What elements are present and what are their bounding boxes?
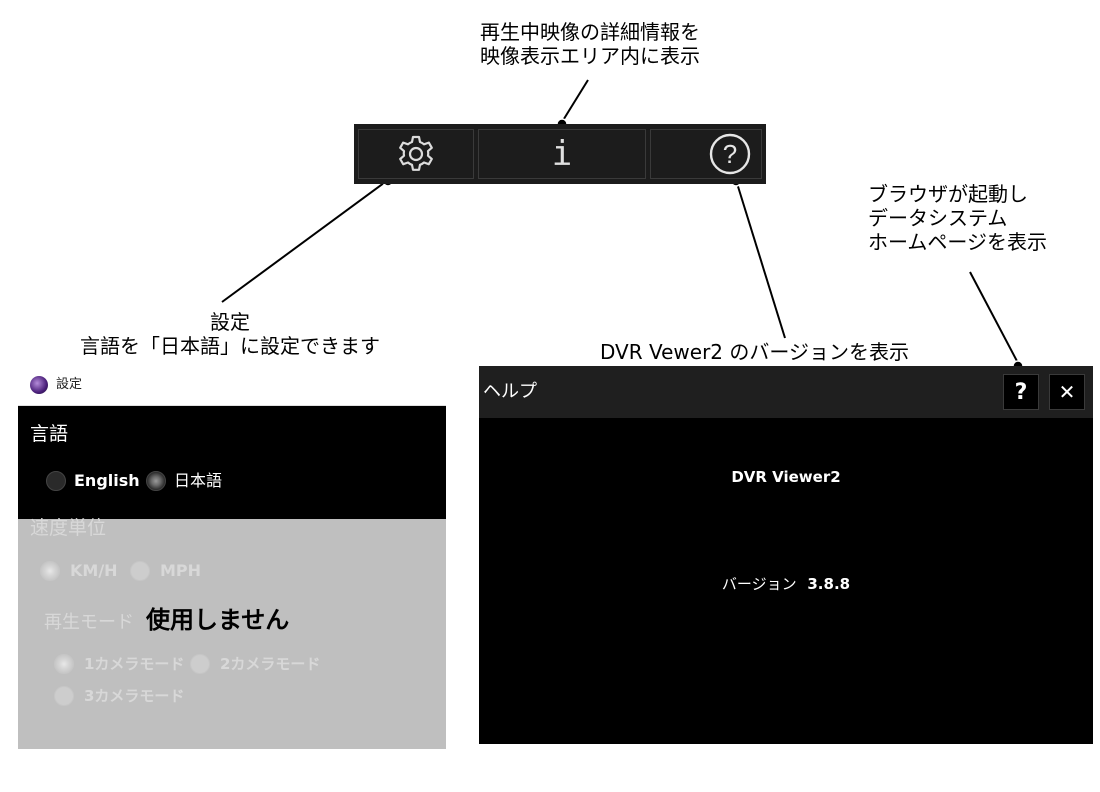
help-button[interactable]: ? <box>650 129 762 179</box>
playback-label-2cam: 2カメラモード <box>220 655 321 673</box>
settings-annotation-line-1: 設定 <box>210 310 250 334</box>
language-panel: 言語 English 日本語 <box>18 406 446 519</box>
playback-mode-note: 使用しません <box>146 606 290 634</box>
settings-titlebar: 設定 <box>18 366 446 406</box>
info-annotation-line-2: 映像表示エリア内に表示 <box>480 44 700 68</box>
speed-unit-heading: 速度単位 <box>30 517 107 539</box>
settings-window: 設定 言語 English 日本語 速度単位 KM/H MPH 再生モード 使用… <box>18 366 446 749</box>
browser-annotation: ブラウザが起動し データシステム ホームページを表示 <box>868 182 1093 254</box>
speed-radio-kmh <box>40 561 60 581</box>
info-icon: i <box>551 134 573 174</box>
info-annotation-line-1: 再生中映像の詳細情報を <box>480 20 700 44</box>
browser-annotation-line-1: ブラウザが起動し <box>868 182 1028 206</box>
playback-radio-3cam <box>54 686 74 706</box>
settings-callout-line <box>221 179 389 303</box>
help-app-name: DVR Viewer2 <box>731 468 841 486</box>
help-version-row: バージョン 3.8.8 <box>479 573 1093 594</box>
language-heading: 言語 <box>30 423 69 445</box>
playback-mode-heading: 再生モード <box>44 612 134 633</box>
speed-radio-mph <box>130 561 150 581</box>
settings-annotation: 設定 言語を「日本語」に設定できます <box>40 310 420 358</box>
viewer-toolbar: i ? <box>354 124 766 184</box>
speed-label-mph: MPH <box>160 561 202 580</box>
playback-label-3cam: 3カメラモード <box>84 687 185 705</box>
browser-annotation-line-3: ホームページを表示 <box>868 230 1047 254</box>
help-question-button[interactable]: ? <box>1003 374 1039 410</box>
version-callout-line <box>735 179 786 339</box>
language-label-english[interactable]: English <box>74 471 140 490</box>
browser-annotation-line-2: データシステム <box>868 206 1008 230</box>
help-titlebar: ヘルプ ? ✕ <box>479 366 1093 418</box>
settings-title: 設定 <box>56 377 83 392</box>
language-radio-japanese[interactable] <box>146 471 166 491</box>
settings-annotation-line-2: 言語を「日本語」に設定できます <box>80 334 380 358</box>
version-annotation: DVR Vewer2 のバージョンを表示 <box>600 340 909 364</box>
info-annotation: 再生中映像の詳細情報を 映像表示エリア内に表示 <box>430 20 750 68</box>
help-version-number: 3.8.8 <box>807 575 851 593</box>
language-label-japanese[interactable]: 日本語 <box>174 471 223 490</box>
info-button[interactable]: i <box>478 129 646 179</box>
svg-text:?: ? <box>723 139 737 169</box>
playback-radio-2cam <box>190 654 210 674</box>
app-logo-icon <box>30 376 48 394</box>
browser-callout-line <box>969 271 1019 364</box>
info-callout-line <box>561 79 589 123</box>
help-close-button[interactable]: ✕ <box>1049 374 1085 410</box>
settings-button[interactable] <box>358 129 474 179</box>
playback-radio-1cam <box>54 654 74 674</box>
playback-label-1cam: 1カメラモード <box>84 655 185 673</box>
language-radio-english[interactable] <box>46 471 66 491</box>
help-title: ヘルプ <box>483 381 537 402</box>
help-window: ヘルプ ? ✕ DVR Viewer2 バージョン 3.8.8 <box>479 366 1093 744</box>
speed-label-kmh: KM/H <box>70 561 118 580</box>
help-circle-icon: ? <box>651 130 809 178</box>
help-version-label: バージョン <box>721 575 797 593</box>
gear-icon <box>359 130 473 178</box>
